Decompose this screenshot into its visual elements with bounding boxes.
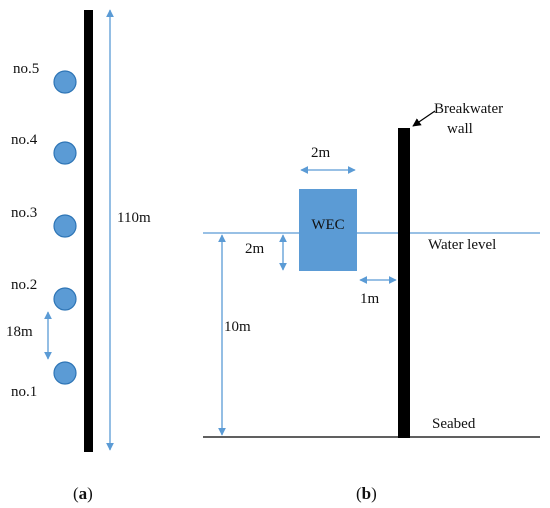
wall-label-line2: wall <box>447 121 473 137</box>
wec-buoy-no5 <box>53 70 77 94</box>
gap-label: 1m <box>360 291 380 307</box>
spacing-label: 18m <box>6 324 33 340</box>
breakwater-wall-section <box>398 128 410 438</box>
wec-label-no4: no.4 <box>11 132 38 148</box>
breakwater-wall-plan <box>84 10 93 452</box>
width-label: 2m <box>311 145 331 161</box>
caption-b: (b) <box>356 484 377 503</box>
wec-buoy-no4 <box>53 141 77 165</box>
wec-box-label: WEC <box>311 217 344 233</box>
wec-label-no5: no.5 <box>13 61 39 77</box>
wec-buoy-no1 <box>53 361 77 385</box>
wec-box <box>299 189 357 271</box>
panel-b: Breakwater wall WEC 2m 2m 1m 10m Water l… <box>203 101 540 503</box>
caption-a: (a) <box>73 484 93 503</box>
wec-label-no2: no.2 <box>11 277 37 293</box>
water-level-label: Water level <box>428 237 496 253</box>
depth-label: 10m <box>224 319 251 335</box>
wec-buoy-no3 <box>53 214 77 238</box>
panel-a: 110m no.5 no.4 no.3 no.2 no.1 18m (a) <box>6 9 151 503</box>
wall-label-pointer <box>412 110 436 127</box>
wec-label-no1: no.1 <box>11 384 37 400</box>
wec-buoy-no2 <box>53 287 77 311</box>
length-label: 110m <box>117 210 151 226</box>
wec-label-no3: no.3 <box>11 205 37 221</box>
wall-label-line1: Breakwater <box>434 101 503 117</box>
draft-label: 2m <box>245 241 265 257</box>
seabed-label: Seabed <box>432 416 476 432</box>
